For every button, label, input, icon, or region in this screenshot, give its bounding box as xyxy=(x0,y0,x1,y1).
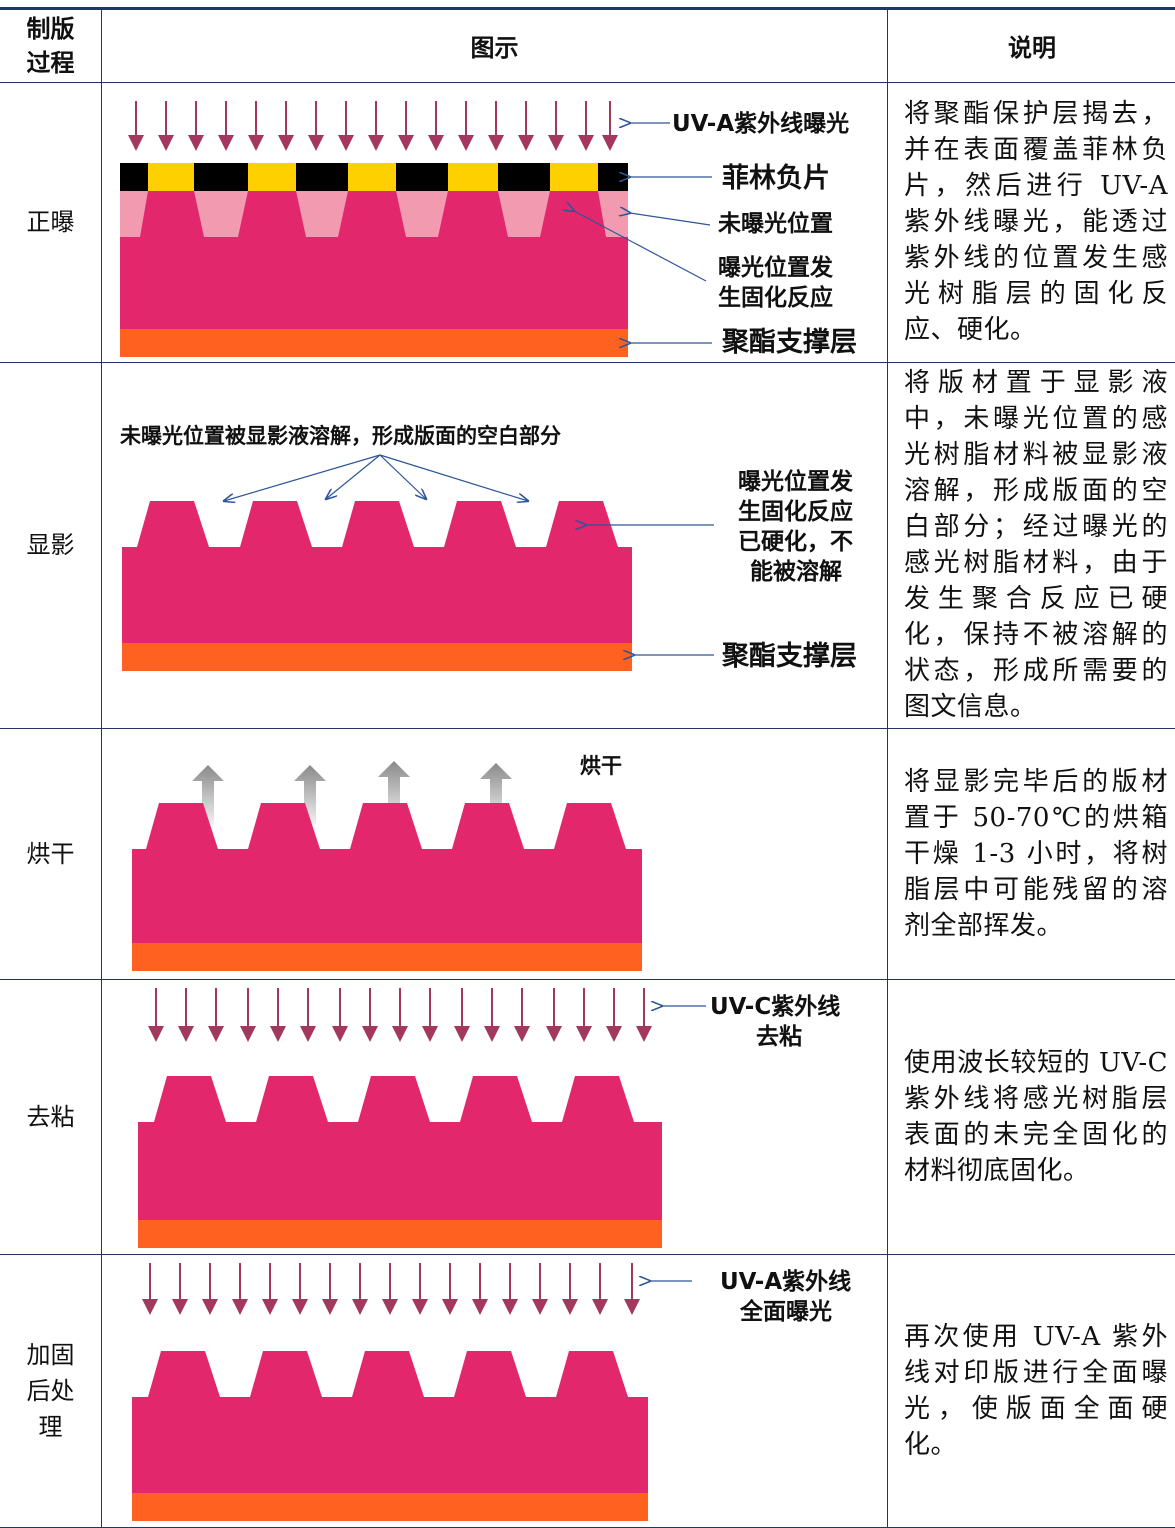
figure-cell: UV-A紫外线 全面曝光 xyxy=(102,1254,888,1527)
step-cell: 去粘 xyxy=(0,979,102,1254)
header-step-cell: 制版过程 xyxy=(0,10,102,82)
development-diagram: 未曝光位置被显影液溶解，形成版面的空白部分 曝光位置发 生固化反应 已硬化，不 … xyxy=(102,363,887,728)
desc-cell: 将版材置于显影液中，未曝光位置的感光树脂材料被显影液溶解，形成版面的空白部分；经… xyxy=(888,362,1175,728)
cured-label-line2: 生固化反应 xyxy=(738,498,853,525)
dry-label: 烘干 xyxy=(580,754,622,778)
uv-a-label-line1: UV-A紫外线 xyxy=(720,1268,851,1295)
desc-text: 再次使用 UV-A 紫外线对印版进行全面曝光，使版面全面硬化。 xyxy=(904,1322,1168,1460)
figure-cell: 烘干 xyxy=(102,728,888,979)
polyester-base xyxy=(120,329,628,357)
figure-cell: UV-A紫外线曝光 菲林负片 未曝光位置 曝光位置发 生固化反应 聚酯支撑层 xyxy=(102,82,888,362)
polyester-base xyxy=(132,1493,648,1521)
header-desc-label: 说明 xyxy=(1008,34,1056,62)
polyester-base xyxy=(132,943,642,971)
polyester-base xyxy=(122,643,632,671)
desc-text: 将聚酯保护层揭去，并在表面覆盖菲林负片，然后进行 UV-A 紫外线曝光，能透过紫… xyxy=(904,99,1168,345)
polyester-base xyxy=(138,1220,662,1248)
step-label: 烘干 xyxy=(27,840,75,868)
base-label: 聚酯支撑层 xyxy=(721,327,857,358)
uv-c-label-line2: 去粘 xyxy=(756,1024,802,1050)
cured-label-line4: 能被溶解 xyxy=(750,558,842,585)
cured-resin-relief xyxy=(132,1351,648,1493)
uv-c-label-line1: UV-C紫外线 xyxy=(710,993,840,1020)
post-exposure-diagram: UV-A紫外线 全面曝光 xyxy=(102,1255,887,1527)
desc-cell: 再次使用 UV-A 紫外线对印版进行全面曝光，使版面全面硬化。 xyxy=(888,1254,1175,1527)
desc-text: 将显影完毕后的版材置于 50-70℃的烘箱干燥 1-3 小时，将树脂层中可能残留… xyxy=(904,767,1168,941)
step-label: 去粘 xyxy=(27,1103,75,1131)
cured-label-line3: 已硬化，不 xyxy=(738,528,853,555)
drying-diagram: 烘干 xyxy=(102,729,887,979)
table-row: 正曝 xyxy=(0,82,1175,362)
exposed-label-line2: 生固化反应 xyxy=(718,284,833,311)
header-desc-cell: 说明 xyxy=(888,10,1175,82)
detack-diagram: UV-C紫外线 去粘 xyxy=(102,980,887,1254)
unexposed-label: 未曝光位置 xyxy=(718,210,833,237)
step-cell: 烘干 xyxy=(0,728,102,979)
header-figure-cell: 图示 xyxy=(102,10,888,82)
desc-text: 将版材置于显影液中，未曝光位置的感光树脂材料被显影液溶解，形成版面的空白部分；经… xyxy=(904,368,1168,722)
plate-making-process-table: 制版过程 图示 说明 正曝 xyxy=(0,10,1175,1528)
dissolved-label: 未曝光位置被显影液溶解，形成版面的空白部分 xyxy=(120,424,561,448)
table-row: 加固后处理 UV-A紫外线 xyxy=(0,1254,1175,1527)
table-row: 显影 未曝光位置被显影液溶解，形成版面的空白部分 xyxy=(0,362,1175,728)
desc-cell: 将聚酯保护层揭去，并在表面覆盖菲林负片，然后进行 UV-A 紫外线曝光，能透过紫… xyxy=(888,82,1175,362)
base-label: 聚酯支撑层 xyxy=(721,641,857,672)
uv-arrows xyxy=(136,101,610,149)
film-negative xyxy=(120,163,628,191)
table-header-row: 制版过程 图示 说明 xyxy=(0,10,1175,82)
table-row: 烘干 烘干 将显影完毕后的版材置于 50-70℃的烘箱干燥 1 xyxy=(0,728,1175,979)
uv-a-label: UV-A紫外线曝光 xyxy=(672,110,849,137)
step-label: 正曝 xyxy=(27,208,75,236)
cured-resin-relief xyxy=(132,803,642,943)
resin-layer xyxy=(120,191,628,329)
desc-text: 使用波长较短的 UV-C 紫外线将感光树脂层表面的未完全固化的材料彻底固化。 xyxy=(904,1048,1168,1186)
header-figure-label: 图示 xyxy=(471,34,519,62)
dissolved-pointers xyxy=(224,455,528,501)
step-cell: 加固后处理 xyxy=(0,1254,102,1527)
desc-cell: 将显影完毕后的版材置于 50-70℃的烘箱干燥 1-3 小时，将树脂层中可能残留… xyxy=(888,728,1175,979)
cured-label-line1: 曝光位置发 xyxy=(738,468,853,495)
figure-cell: UV-C紫外线 去粘 xyxy=(102,979,888,1254)
exposed-label-line1: 曝光位置发 xyxy=(718,254,833,281)
desc-cell: 使用波长较短的 UV-C 紫外线将感光树脂层表面的未完全固化的材料彻底固化。 xyxy=(888,979,1175,1254)
step-cell: 正曝 xyxy=(0,82,102,362)
figure-cell: 未曝光位置被显影液溶解，形成版面的空白部分 曝光位置发 生固化反应 已硬化，不 … xyxy=(102,362,888,728)
exposure-diagram: UV-A紫外线曝光 菲林负片 未曝光位置 曝光位置发 生固化反应 聚酯支撑层 xyxy=(102,83,887,362)
cured-resin-relief xyxy=(122,501,632,643)
step-label: 加固后处理 xyxy=(25,1337,77,1445)
step-cell: 显影 xyxy=(0,362,102,728)
table-row: 去粘 UV-C紫外线 xyxy=(0,979,1175,1254)
step-label: 显影 xyxy=(27,531,75,559)
uv-a-label-line2: 全面曝光 xyxy=(739,1298,832,1325)
cured-resin-relief xyxy=(138,1076,662,1220)
header-step-label: 制版过程 xyxy=(21,12,81,80)
uv-arrows xyxy=(156,988,644,1040)
uv-arrows xyxy=(150,1263,632,1313)
film-label: 菲林负片 xyxy=(722,163,830,194)
